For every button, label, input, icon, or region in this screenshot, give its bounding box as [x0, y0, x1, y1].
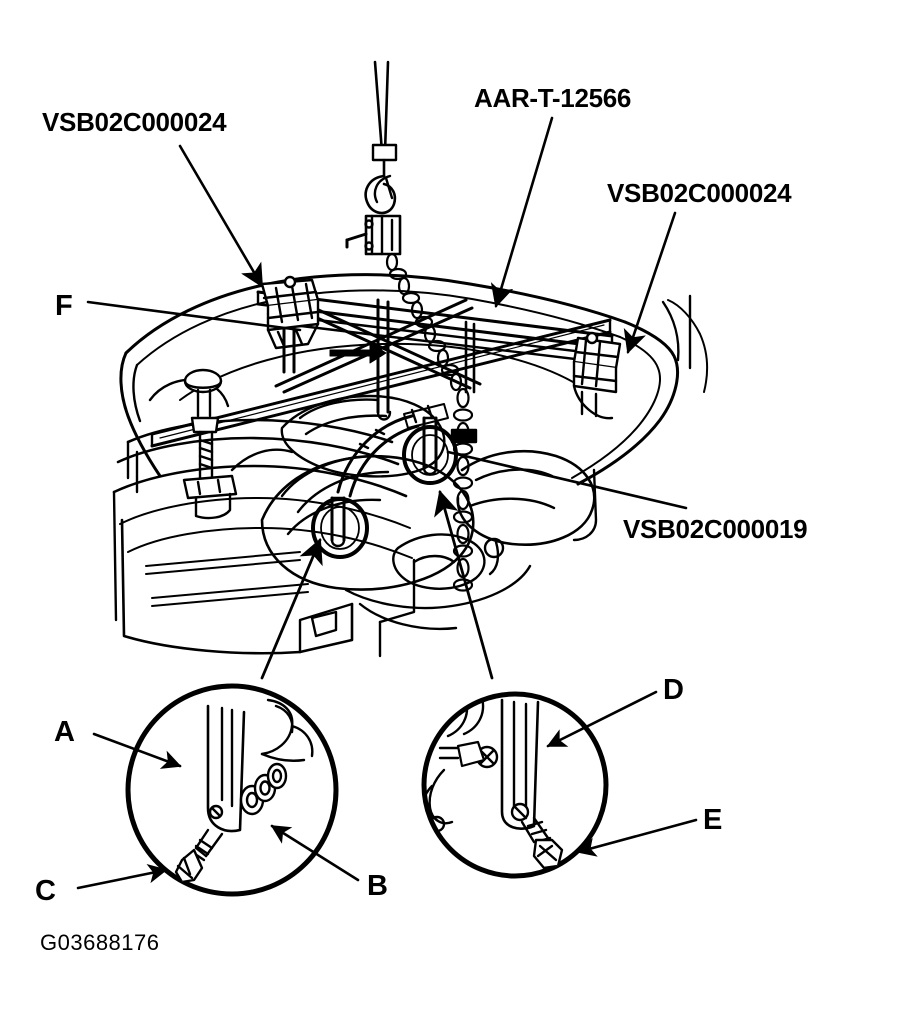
- engine-assembly: [230, 394, 598, 631]
- hoist-assembly: [345, 60, 478, 592]
- callout-b: B: [367, 870, 388, 902]
- callout-c: C: [35, 875, 56, 907]
- callout-a: A: [54, 716, 75, 748]
- callout-e: E: [703, 804, 723, 836]
- vehicle-body-outline: [119, 273, 709, 486]
- callout-f: F: [55, 290, 73, 322]
- detail-view-leaders: [260, 489, 494, 680]
- right-detail-circle: [421, 691, 609, 879]
- figure-code: G03688176: [40, 930, 160, 955]
- detail-callout-leaders: [76, 690, 698, 890]
- lift-chain: [385, 252, 463, 392]
- leader-callout-f: [86, 300, 302, 332]
- leader-tool-top-center: [490, 116, 554, 308]
- leader-callout-d: [546, 690, 658, 748]
- leader-part-top-left: [178, 144, 264, 288]
- leader-part-middle-right: [446, 450, 688, 510]
- lift-bracket-arms: [330, 403, 449, 548]
- callout-d: D: [663, 674, 684, 706]
- label-part-top-right: VSB02C000024: [607, 178, 792, 208]
- right-clamp-bracket: [572, 331, 622, 420]
- leader-callout-a: [92, 732, 182, 769]
- left-clamp-bracket: [260, 275, 320, 350]
- lifting-beam-fixture: [150, 275, 622, 520]
- leader-callout-e: [576, 818, 698, 857]
- beam-adjuster-screw: [182, 368, 238, 520]
- leader-lines: [86, 116, 688, 510]
- leader-left-detail: [260, 538, 323, 680]
- label-tool-number: AAR-T-12566: [474, 83, 632, 113]
- left-detail-circle: [125, 683, 339, 897]
- leader-callout-b: [270, 824, 360, 882]
- label-part-top-left: VSB02C000024: [42, 107, 227, 137]
- leader-part-top-right: [623, 211, 677, 354]
- leader-right-detail: [434, 489, 494, 680]
- label-part-middle-right: VSB02C000019: [623, 514, 808, 544]
- leader-callout-c: [76, 864, 168, 890]
